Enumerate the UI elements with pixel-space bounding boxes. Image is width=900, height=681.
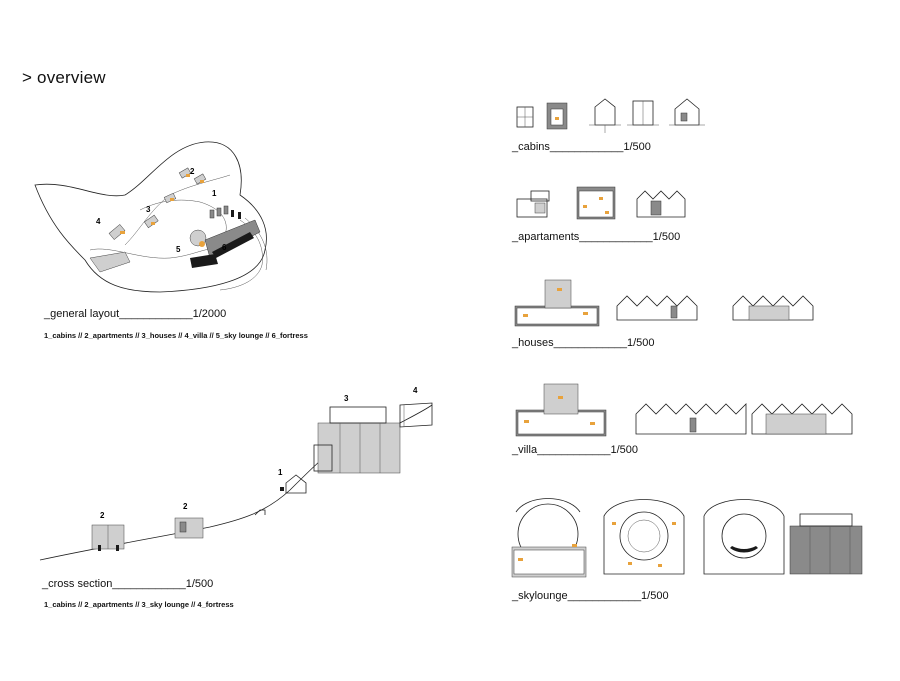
- section-marker-4: 4: [413, 386, 418, 395]
- cross-section-drawing: 2 2 1 3 4: [39, 386, 433, 561]
- skylounge-caption: _skylounge____________1/500: [512, 590, 669, 602]
- marker-6: 6: [222, 243, 227, 252]
- section-marker-3: 3: [344, 394, 349, 403]
- cabins-drawings: [516, 98, 705, 133]
- apartaments-drawings: [516, 186, 686, 220]
- villa-caption: _villa____________1/500: [512, 444, 639, 456]
- cabins-caption: _cabins____________1/500: [512, 141, 651, 153]
- section-marker-1: 1: [278, 468, 283, 477]
- marker-4: 4: [96, 217, 101, 226]
- general-layout-caption: _general layout____________1/2000: [44, 308, 227, 320]
- page-title: > overview: [22, 68, 106, 87]
- marker-2: 2: [190, 167, 195, 176]
- houses-drawings: [514, 279, 814, 327]
- cross-section-legend: 1_cabins // 2_apartments // 3_sky lounge…: [44, 600, 234, 609]
- apartaments-caption: _apartaments____________1/500: [512, 231, 681, 243]
- section-marker-2b: 2: [183, 502, 188, 511]
- marker-5: 5: [176, 245, 181, 254]
- houses-caption: _houses____________1/500: [512, 337, 655, 349]
- general-layout-plan: 2 1 3 4 5 6: [34, 141, 268, 293]
- cross-section-caption: _cross section____________1/500: [42, 578, 214, 590]
- section-marker-2a: 2: [100, 511, 105, 520]
- villa-drawings: [515, 383, 853, 437]
- general-layout-legend: 1_cabins // 2_apartments // 3_houses // …: [44, 331, 308, 340]
- marker-1: 1: [212, 189, 217, 198]
- marker-3: 3: [146, 205, 151, 214]
- skylounge-drawings: [511, 498, 863, 578]
